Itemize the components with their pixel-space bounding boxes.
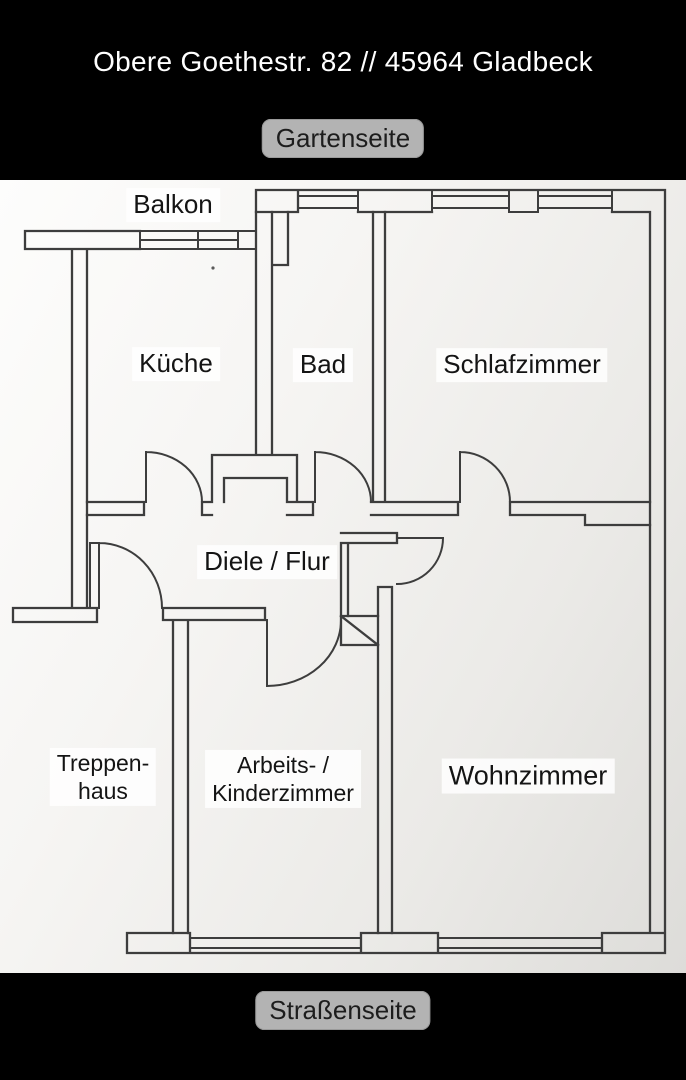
- room-label-diele-flur: Diele / Flur: [197, 545, 337, 579]
- exterior-walls: [11, 188, 667, 955]
- window-mullion-block: [508, 189, 539, 213]
- walls: [11, 188, 667, 955]
- room-label-schlafzimmer: Schlafzimmer: [436, 348, 608, 382]
- room-label-bad: Bad: [292, 348, 354, 382]
- childroom-door: [265, 618, 343, 688]
- room-label-arbeits-kinderzimmer: Arbeits- / Kinderzimmer: [205, 749, 361, 809]
- doors: [89, 450, 512, 688]
- room-label-treppenhaus-line1: Treppen-: [56, 749, 150, 776]
- bedroom-door: [458, 450, 512, 504]
- room-label-arbeitszimmer-line1: Arbeits- /: [236, 751, 330, 778]
- livingroom-door: [395, 536, 445, 586]
- bath-door: [313, 450, 373, 504]
- room-label-treppenhaus: Treppen- haus: [49, 747, 157, 807]
- bedroom-window-left: [431, 189, 510, 213]
- shaft-symbol: [339, 614, 380, 647]
- street-side-badge: Straßenseite: [255, 991, 431, 1030]
- bedroom-window-right: [537, 189, 613, 213]
- room-label-wohnzimmer: Wohnzimmer: [441, 758, 615, 794]
- livingroom-window: [437, 937, 603, 949]
- room-label-arbeitszimmer-line2: Kinderzimmer: [212, 780, 354, 806]
- address-title: Obere Goethestr. 82 // 45964 Gladbeck: [93, 46, 593, 77]
- windows: [139, 189, 613, 949]
- room-label-treppenhaus-line2: haus: [78, 778, 128, 804]
- interior-walls: [85, 210, 652, 935]
- floorplan-paper: [0, 180, 686, 973]
- scan-speck: [211, 266, 215, 270]
- room-label-balkon: Balkon: [126, 188, 220, 222]
- room-label-kueche: Küche: [132, 347, 220, 381]
- childroom-window: [189, 937, 362, 949]
- bath-window: [297, 189, 359, 213]
- kitchen-door: [144, 450, 204, 504]
- kitchen-balcony-window: [139, 230, 257, 250]
- garden-side-badge: Gartenseite: [261, 119, 425, 158]
- entry-door: [89, 541, 164, 610]
